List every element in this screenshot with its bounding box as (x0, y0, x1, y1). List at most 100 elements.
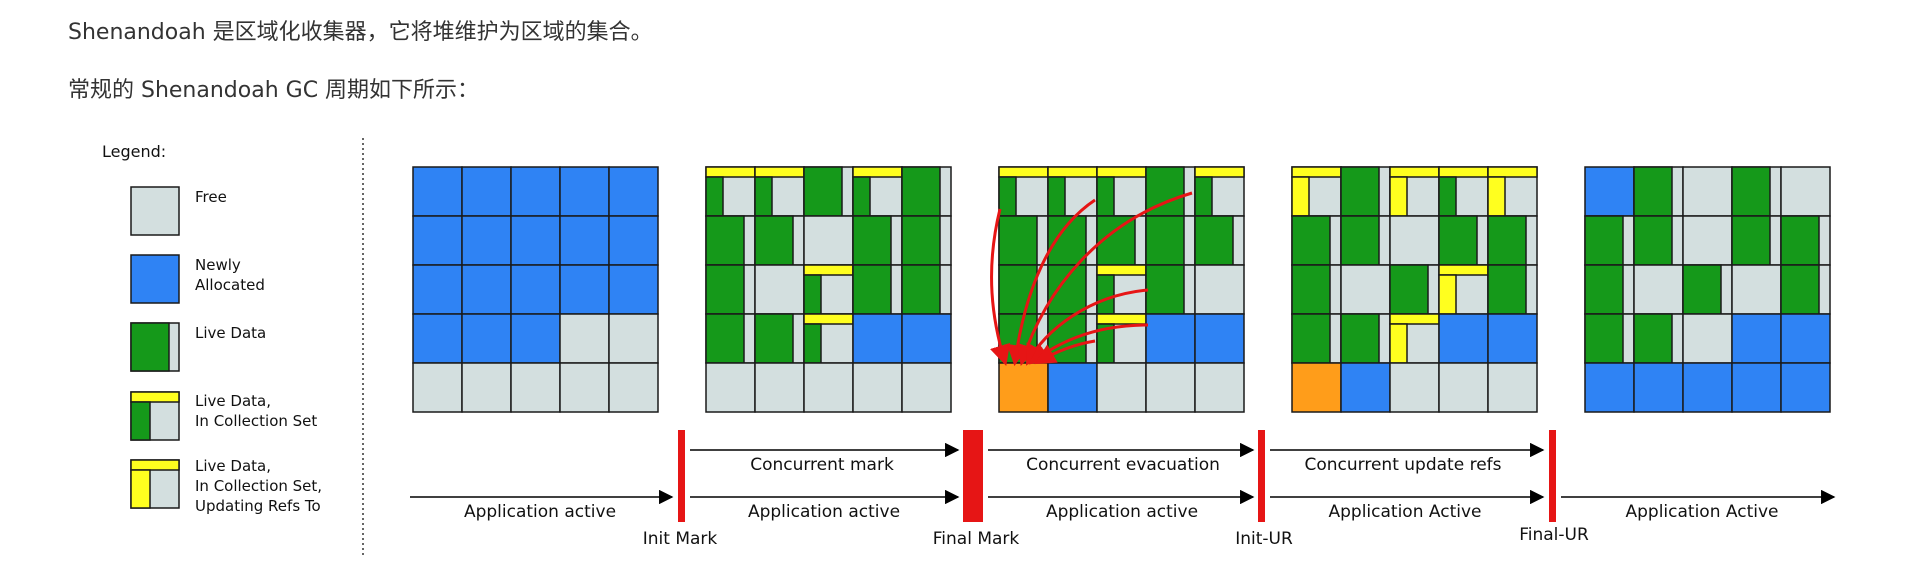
heap-region (1194, 166, 1245, 217)
heap-region (705, 313, 756, 364)
heap-region (1780, 313, 1831, 364)
heap-panel-3 (998, 166, 1245, 413)
heap-region (1340, 215, 1391, 266)
heap-region (803, 313, 854, 364)
app-label-2: Application active (748, 502, 900, 522)
heap-region (1438, 264, 1489, 315)
heap-region (998, 264, 1049, 315)
legend-swatch-free (130, 186, 180, 236)
heap-region (1633, 264, 1684, 315)
heap-region (1633, 215, 1684, 266)
heap-region (803, 215, 854, 266)
heap-region (1780, 362, 1831, 413)
heap-region (1340, 313, 1391, 364)
heap-region (998, 215, 1049, 266)
heap-region (901, 264, 952, 315)
heap-region (1487, 313, 1538, 364)
heap-region (754, 166, 805, 217)
pause-label-init-mark: Init Mark (643, 529, 718, 549)
heap-region (1194, 362, 1245, 413)
concurrent-label-mark: Concurrent mark (750, 455, 894, 475)
heap-region (1780, 264, 1831, 315)
pause-bar-init-ur (1258, 430, 1265, 522)
app-label-3: Application active (1046, 502, 1198, 522)
heap-region (1096, 264, 1147, 315)
heap-region (1291, 362, 1342, 413)
heap-region (1731, 313, 1782, 364)
heap-region (1584, 313, 1635, 364)
heap-region (608, 313, 659, 364)
heap-region (803, 166, 854, 217)
cycle-paragraph: 常规的 Shenandoah GC 周期如下所示： (68, 78, 480, 103)
heap-region (1340, 362, 1391, 413)
concurrent-label-evac: Concurrent evacuation (1026, 455, 1220, 475)
legend-swatch-newly-allocated (130, 254, 180, 304)
heap-region (1633, 166, 1684, 217)
heap-region (510, 313, 561, 364)
heap-region (1096, 313, 1147, 364)
app-label-1: Application active (464, 502, 616, 522)
heap-region (1047, 264, 1098, 315)
pause-label-init-ur: Init-UR (1235, 529, 1293, 549)
legend-swatch-collection-set (130, 391, 180, 441)
heap-region (559, 362, 610, 413)
heap-region (1682, 215, 1733, 266)
heap-region (461, 313, 512, 364)
evacuation-arrows (990, 191, 1193, 367)
pause-bar-final-ur (1549, 430, 1556, 522)
heap-region (1633, 362, 1684, 413)
legend: Legend: Free Newly Allocated Live Data L… (102, 142, 322, 515)
legend-label-cset-1: Live Data, (195, 392, 271, 410)
heap-region (510, 166, 561, 217)
heap-region (1584, 264, 1635, 315)
heap-region (1438, 362, 1489, 413)
heap-region (1389, 166, 1440, 217)
heap-region (901, 166, 952, 217)
heap-region (852, 313, 903, 364)
heap-region (901, 362, 952, 413)
heap-region (559, 313, 610, 364)
concurrent-label-update: Concurrent update refs (1305, 455, 1502, 475)
heap-region (1487, 215, 1538, 266)
heap-region (754, 215, 805, 266)
heap-region (1145, 215, 1196, 266)
heap-region (1145, 264, 1196, 315)
legend-title: Legend: (102, 142, 166, 161)
heap-region (510, 362, 561, 413)
heap-snapshots (412, 166, 1831, 413)
legend-label-refs-1: Live Data, (195, 457, 271, 475)
pause-bar-final-mark (963, 430, 983, 522)
heap-region (461, 264, 512, 315)
heap-region (705, 166, 756, 217)
heap-region (1340, 264, 1391, 315)
heap-panel-5 (1584, 166, 1831, 413)
heap-region (852, 166, 903, 217)
gc-timeline: Concurrent mark Concurrent evacuation Co… (410, 430, 1836, 549)
legend-label-live-data: Live Data (195, 324, 266, 342)
heap-region (1682, 313, 1733, 364)
heap-region (1584, 215, 1635, 266)
heap-region (1096, 362, 1147, 413)
app-label-4: Application Active (1329, 502, 1482, 522)
heap-region (1731, 264, 1782, 315)
heap-region (1780, 166, 1831, 217)
heap-region (461, 215, 512, 266)
heap-region (1389, 313, 1440, 364)
heap-region (1438, 313, 1489, 364)
legend-label-newly: Newly (195, 256, 241, 274)
heap-region (1731, 362, 1782, 413)
heap-region (608, 215, 659, 266)
heap-region (754, 264, 805, 315)
legend-label-refs-3: Updating Refs To (195, 497, 321, 515)
heap-region (412, 264, 463, 315)
heap-region (1389, 362, 1440, 413)
heap-region (608, 264, 659, 315)
heap-region (1584, 166, 1635, 217)
heap-region (1487, 264, 1538, 315)
heap-region (559, 166, 610, 217)
pause-bar-init-mark (678, 430, 685, 522)
heap-region (461, 166, 512, 217)
heap-region (705, 215, 756, 266)
heap-region (1487, 166, 1538, 217)
legend-label-allocated: Allocated (195, 276, 265, 294)
